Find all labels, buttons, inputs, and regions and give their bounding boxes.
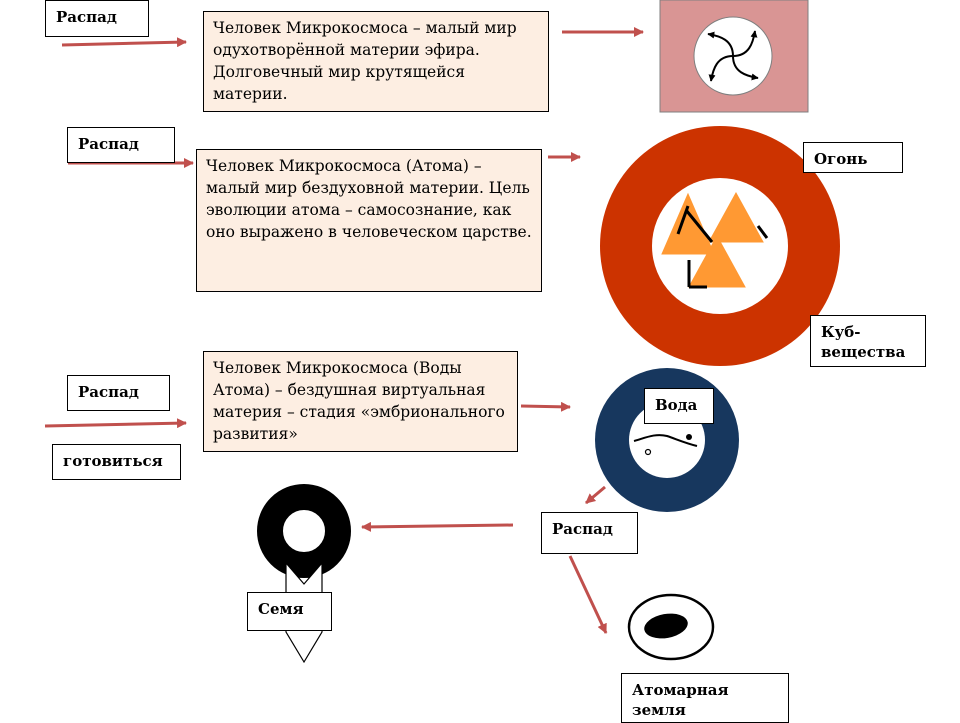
label-gotovitsya: готовиться [52,444,181,480]
label-raspad-3: Распад [67,375,170,411]
arrow-6 [520,401,571,412]
label-semya: Семя [247,592,332,631]
swirl-icon [707,30,759,82]
water-wave-icon [633,434,698,456]
label-ogon: Огонь [803,142,903,173]
arrow-8 [361,521,514,532]
label-atomarnaya-zemlya: Атомарная земля [621,673,789,723]
description-box-2: Человек Микрокосмоса (Атома) – малый мир… [196,149,542,292]
arrow-9 [568,555,608,634]
arrow-7 [585,485,606,505]
description-box-1: Человек Микрокосмоса – малый мир одухотв… [203,11,549,112]
label-raspad-2: Распад [67,127,175,163]
label-voda: Вода [644,388,714,424]
earth-core [644,613,688,639]
arrow-1 [61,37,187,48]
triangles-icon [661,191,769,289]
description-box-3: Человек Микрокосмоса (Воды Атома) – безд… [203,351,518,452]
label-kub-veschestva: Куб-вещества [810,315,926,367]
arrow-5 [44,418,187,429]
label-raspad-1: Распад [45,0,149,37]
label-raspad-4: Распад [541,512,638,554]
seed-ring [257,484,351,578]
